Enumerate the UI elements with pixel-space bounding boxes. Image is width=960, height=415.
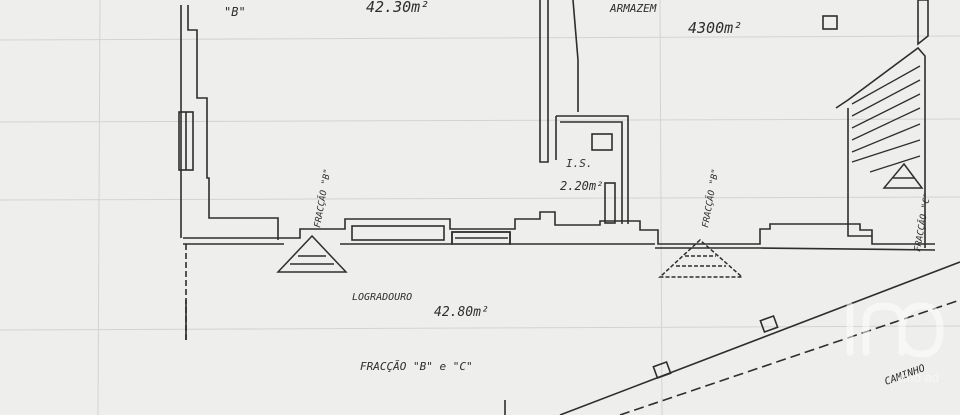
wall-pillar (351, 225, 445, 241)
is-area: 2.20m² (560, 179, 603, 193)
logradouro-area: 42.80m² (434, 305, 489, 320)
caminho-edge (559, 261, 960, 415)
right-wall (917, 0, 929, 46)
upper-rooms-bottom-wall (183, 211, 935, 245)
armazem-fixture (822, 15, 838, 30)
top-fraction-label: "B" (224, 5, 246, 19)
armazem-name: ARMAZEM (609, 2, 657, 15)
central-window (451, 231, 511, 245)
imo-watermark-logo: imo ad (840, 292, 946, 388)
fraction-marker-left (276, 234, 348, 273)
fraction-label-bottom: FRACÇÃO "B" e "C" (360, 360, 473, 373)
post-2 (652, 360, 672, 380)
watermark-text: imo ad (900, 370, 939, 385)
fraction-marker-center (658, 238, 744, 278)
staircase-outline (835, 46, 926, 248)
left-outer-wall (180, 5, 279, 240)
partition-wall (539, 0, 549, 163)
fraction-label-left: FRACÇÃO "B" (312, 168, 333, 229)
is-name: I.S. (566, 157, 593, 170)
watermark-logo-icon: imo ad (846, 302, 944, 385)
logradouro-name: LOGRADOURO (352, 292, 412, 303)
is-fixture (591, 133, 613, 151)
fraction-marker-right (882, 162, 924, 189)
is-door-frame (604, 182, 616, 224)
is-room-walls (555, 115, 629, 224)
post-1 (759, 314, 779, 334)
armazem-area: 4300m² (688, 19, 742, 37)
staircase-treads (851, 65, 921, 173)
room-top-left-area: 42.30m² (366, 0, 429, 16)
